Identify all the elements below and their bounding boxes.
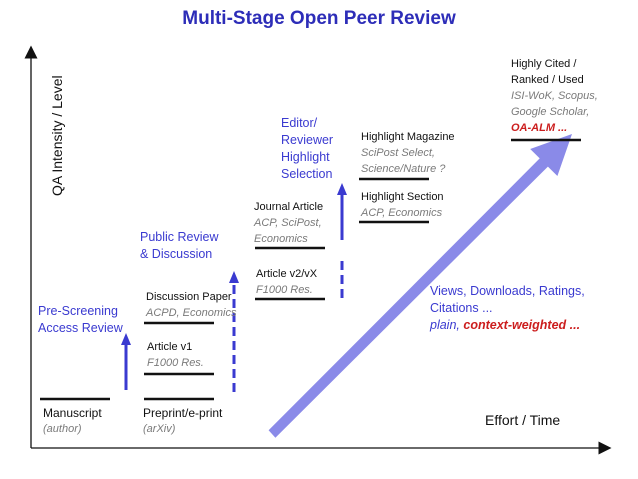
stage-highlight-red: OA-ALM ...: [511, 122, 568, 134]
metrics-line: Views, Downloads, Ratings,: [430, 284, 585, 298]
stage-sub: Google Scholar,: [511, 106, 590, 118]
stage-label: Highlight Section: [361, 191, 444, 203]
metrics-line: Citations ...: [430, 301, 493, 315]
y-axis-label: QA Intensity / Level: [49, 75, 65, 196]
stage-prescreening: Pre-Screening Access Review: [38, 303, 123, 337]
stage-article-v2: Article v2/vX F1000 Res.: [256, 266, 317, 298]
stage-line: Selection: [281, 167, 333, 181]
stage-journal-article: Journal Article ACP, SciPost, Economics: [254, 199, 323, 247]
stage-line: Pre-Screening: [38, 304, 118, 318]
effort-growth-arrow: [268, 134, 572, 438]
stage-sub: ACP, Economics: [361, 207, 443, 219]
stage-line: Highly Cited /: [511, 58, 577, 70]
stage-sub: F1000 Res.: [256, 284, 313, 296]
dashed-arrow-public-review-head: [229, 271, 239, 283]
stage-highlight-magazine: Highlight Magazine SciPost Select, Scien…: [361, 129, 455, 177]
stage-highly-cited: Highly Cited / Ranked / Used ISI-WoK, Sc…: [511, 56, 598, 136]
stage-label: Preprint/e-print: [143, 406, 223, 420]
stage-line: & Discussion: [140, 247, 213, 261]
stage-label: Highlight Magazine: [361, 131, 455, 143]
stage-discussion-paper: Discussion Paper ACPD, Economics: [146, 289, 236, 321]
stage-line: Ranked / Used: [511, 74, 584, 86]
stage-line: Access Review: [38, 321, 123, 335]
stage-highlight-section: Highlight Section ACP, Economics: [361, 189, 444, 221]
metrics-plain: plain,: [430, 318, 460, 332]
stage-article-v1: Article v1 F1000 Res.: [147, 339, 204, 371]
stage-line: Highlight: [281, 150, 330, 164]
metrics-block: Views, Downloads, Ratings, Citations ...…: [430, 283, 585, 334]
stage-editor-selection: Editor/ Reviewer Highlight Selection: [281, 115, 333, 183]
arrow-prescreening-head: [121, 333, 131, 345]
stage-sub: ACP, SciPost,: [254, 217, 322, 229]
stage-line: Public Review: [140, 230, 219, 244]
stage-public-review: Public Review & Discussion: [140, 229, 219, 263]
stage-line: Reviewer: [281, 133, 334, 147]
stage-label: Journal Article: [254, 201, 324, 213]
stage-line: Editor/: [281, 116, 318, 130]
arrow-editor-selection-head: [337, 183, 347, 195]
stage-label: Article v1: [147, 341, 193, 353]
metrics-line: plain, context-weighted ...: [430, 317, 585, 334]
stage-manuscript: Manuscript (author): [43, 405, 102, 437]
stage-label: Manuscript: [43, 406, 102, 420]
stage-sub: (author): [43, 423, 82, 435]
stage-sub: Science/Nature ?: [361, 163, 446, 175]
stage-sub: ACPD, Economics: [146, 307, 237, 319]
metrics-weighted: context-weighted ...: [463, 318, 581, 332]
stage-label: Article v2/vX: [256, 268, 318, 280]
stage-sub: F1000 Res.: [147, 357, 204, 369]
x-axis-label: Effort / Time: [485, 412, 561, 428]
stage-label: Discussion Paper: [146, 291, 232, 303]
stage-sub: ISI-WoK, Scopus,: [511, 90, 598, 102]
stage-sub: SciPost Select,: [361, 147, 435, 159]
page-title: Multi-Stage Open Peer Review: [182, 8, 456, 29]
stage-sub: (arXiv): [143, 423, 176, 435]
stage-sub: Economics: [254, 233, 308, 245]
stage-preprint: Preprint/e-print (arXiv): [143, 405, 222, 437]
